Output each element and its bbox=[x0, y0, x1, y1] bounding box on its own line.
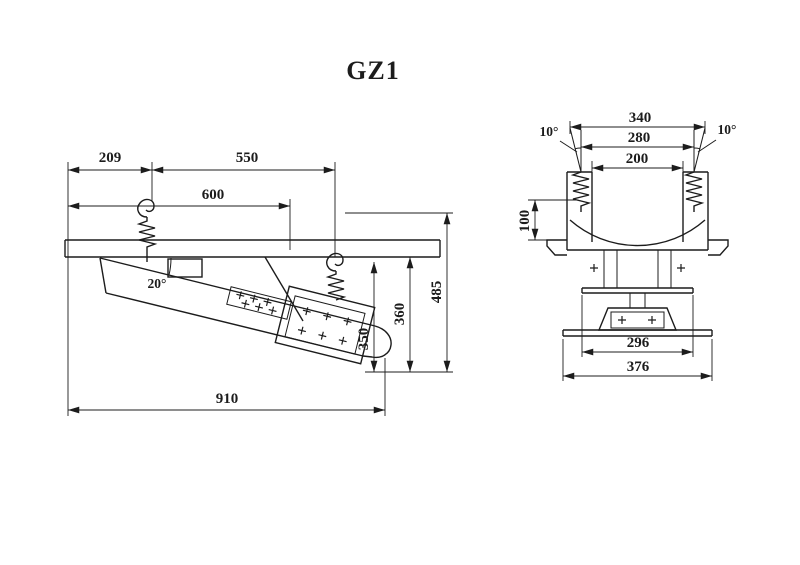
bolt-mark bbox=[296, 325, 308, 337]
rear-hanger-hook bbox=[326, 252, 344, 272]
hanger-tilt-line-right bbox=[693, 127, 706, 173]
dimension-label-600: 600 bbox=[202, 187, 225, 203]
end-view-machine bbox=[546, 127, 729, 337]
end-view-dimensions: 340 280 200 100 296 376 10° 10° bbox=[517, 110, 736, 381]
front-spring bbox=[136, 217, 158, 262]
bolt-mark bbox=[316, 330, 328, 342]
angle-label-20: 20° bbox=[148, 276, 167, 291]
end-view: 340 280 200 100 296 376 10° 10° bbox=[517, 110, 736, 381]
angle-arc bbox=[168, 257, 172, 276]
bolt-mark bbox=[647, 315, 657, 325]
bolt-mark bbox=[267, 305, 279, 316]
hanger-tilt-line-left bbox=[569, 127, 582, 173]
dimension-label-340: 340 bbox=[629, 110, 652, 126]
angle-arc-right bbox=[693, 147, 700, 150]
dimension-label-209: 209 bbox=[99, 150, 122, 166]
vibrator-outer-case bbox=[274, 285, 376, 365]
trough-top-edge bbox=[99, 257, 376, 327]
angle-label-10-left: 10° bbox=[540, 124, 559, 139]
hopper-front-edge bbox=[264, 256, 304, 322]
dimension-label-485: 485 bbox=[429, 281, 445, 304]
trough-left-edge bbox=[99, 257, 107, 294]
angle-leader-right bbox=[697, 139, 717, 153]
bolt-mark bbox=[239, 298, 251, 310]
vibrator-unit bbox=[274, 285, 376, 365]
vibrator-inner-case bbox=[284, 295, 366, 355]
dimension-label-376: 376 bbox=[627, 359, 650, 375]
front-hanger-hook bbox=[137, 198, 155, 218]
rear-spring bbox=[325, 271, 347, 301]
dimension-label-296: 296 bbox=[627, 335, 650, 351]
inlet-box bbox=[167, 258, 203, 278]
bolt-mark bbox=[253, 301, 265, 313]
pedestal-inner-plate bbox=[610, 311, 665, 329]
suspension-spring-left bbox=[570, 171, 592, 212]
dimension-label-200: 200 bbox=[626, 151, 649, 167]
dimension-label-280: 280 bbox=[628, 130, 651, 146]
dimension-label-100: 100 bbox=[517, 210, 533, 233]
dimension-label-550: 550 bbox=[236, 150, 259, 166]
bolt-mark bbox=[617, 315, 627, 325]
bolt-mark bbox=[589, 263, 599, 273]
bolt-mark bbox=[676, 263, 686, 273]
side-view: 209 550 600 910 485 360 350 20° bbox=[64, 150, 453, 416]
side-view-dimensions: 209 550 600 910 485 360 350 20° bbox=[67, 150, 453, 416]
mount-bracket-left bbox=[546, 239, 567, 256]
side-view-machine bbox=[64, 198, 441, 365]
dimension-label-350: 350 bbox=[356, 328, 372, 351]
bolt-strip-outline bbox=[226, 286, 292, 320]
angle-label-10-right: 10° bbox=[718, 122, 737, 137]
dimension-label-910: 910 bbox=[216, 391, 239, 407]
bolt-mark bbox=[337, 335, 349, 347]
dimension-label-360: 360 bbox=[392, 303, 408, 326]
mount-bracket-right bbox=[708, 239, 729, 256]
drawing-title: GZ1 bbox=[346, 56, 400, 85]
trough-bolt-strip bbox=[226, 286, 292, 320]
suspension-spring-right bbox=[683, 171, 705, 212]
angle-arc-left bbox=[575, 147, 582, 150]
trough-bottom-arc bbox=[569, 219, 706, 247]
angle-leader-left bbox=[559, 140, 578, 153]
